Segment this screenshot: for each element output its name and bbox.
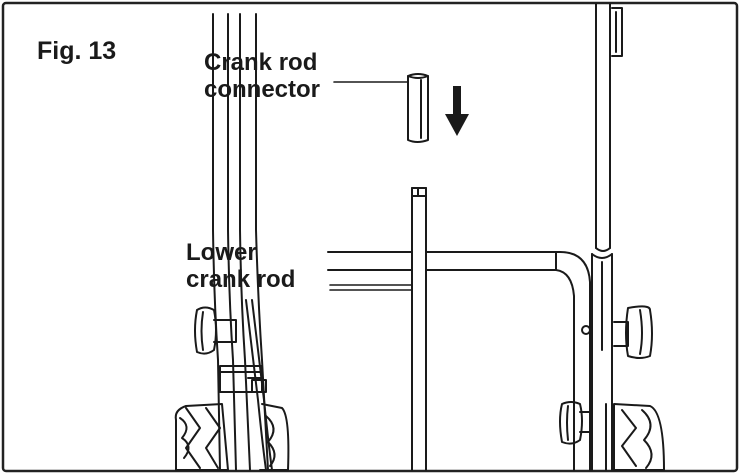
figure-label: Fig. 13	[37, 37, 117, 65]
lower-rod-callout-line1: Lower	[186, 239, 257, 266]
right-lower-knob	[559, 401, 593, 445]
left-wheel	[174, 403, 290, 471]
lower-rod-callout: Lower crank rod	[186, 239, 296, 294]
connector-callout-line2: connector	[204, 75, 321, 103]
left-adjustment-knob	[194, 306, 237, 355]
connector-callout-line1: Crank rod	[204, 49, 318, 76]
left-clamp	[219, 365, 267, 393]
crank-rod-connector	[407, 73, 429, 143]
right-frame-tube	[591, 3, 613, 471]
arrow-down-icon	[445, 86, 469, 136]
top-right-bracket	[611, 7, 623, 57]
lower-crank-rod	[411, 187, 427, 471]
lower-rod-callout-line2: crank rod	[186, 265, 296, 293]
connector-callout: Crank rod connector	[204, 49, 321, 104]
right-wheel	[605, 403, 665, 471]
right-upper-knob	[581, 305, 653, 359]
left-cable	[245, 299, 267, 471]
cross-tube	[327, 251, 591, 471]
left-frame-tube	[212, 13, 269, 471]
